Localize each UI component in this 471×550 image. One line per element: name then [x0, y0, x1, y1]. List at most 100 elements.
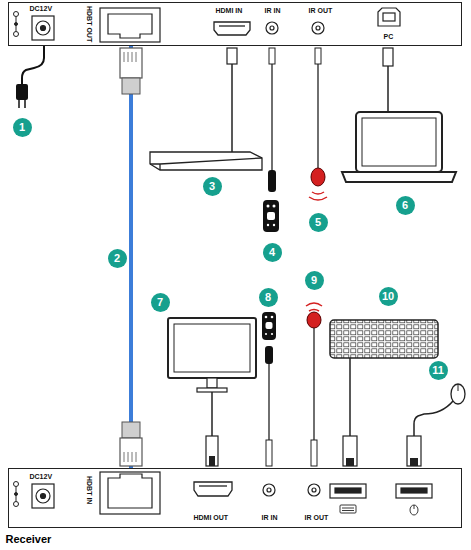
polarity-symbol-part: [14, 502, 19, 507]
hdmi-cable-part: [209, 456, 215, 466]
port-icon-part: [342, 508, 354, 511]
ir-blaster-part: [317, 64, 318, 168]
rj45-plug-part: [124, 452, 136, 462]
hdmi-socket-part: [219, 25, 245, 26]
rj45-plug-part: [122, 422, 140, 438]
usb-b-port-part: [378, 8, 400, 26]
panel-heading: Receiver: [6, 533, 52, 546]
usb-cable: [383, 48, 393, 112]
rj45-socket-part: [100, 8, 160, 42]
port-icon-part: [410, 505, 418, 515]
hdmi-cable: [227, 48, 237, 152]
callout-number: 10: [379, 287, 398, 306]
usb-a-port-part: [330, 484, 366, 498]
ir-blaster-part: [313, 328, 314, 440]
keyboard: [330, 320, 438, 466]
polarity-symbol-part: [14, 482, 19, 487]
usb-cable-part: [387, 66, 389, 112]
rj45-socket-part: [108, 14, 152, 38]
transmitter-panel: DC12VHDBT OUTHDMI INIR INIR OUTPC: [8, 2, 462, 46]
ir-blaster-part: [309, 192, 327, 200]
port-label: IR IN: [265, 7, 281, 15]
monitor-part: [197, 388, 227, 392]
port-label: HDBT OUT: [85, 6, 93, 42]
rj45-plug-part: [122, 78, 140, 94]
port-icon-part: [340, 505, 356, 513]
usb-a-port-part: [335, 488, 361, 493]
polarity-symbol-part: [16, 17, 17, 23]
ir-jack: [263, 484, 320, 496]
dc-jack: [32, 484, 54, 508]
polarity-symbol-part: [15, 23, 18, 26]
receiver-panel: DC12VHDBT INHDMI OUTIR INIR OUTReceiver: [8, 468, 462, 528]
remote-control-part: [273, 205, 276, 208]
hdmi-socket: [194, 482, 232, 496]
polarity-symbol: [14, 482, 19, 507]
polarity-symbol-part: [16, 487, 17, 493]
port-icon-part: [414, 505, 415, 509]
ir-receiver-cable-part: [265, 346, 273, 364]
monitor-part: [174, 324, 250, 372]
source-box-part: [150, 152, 262, 170]
mouse: [407, 384, 465, 466]
dc-jack-part: [36, 21, 50, 35]
hdmi-socket: [214, 22, 250, 35]
remote-control-part: [271, 333, 273, 335]
polarity-symbol-part: [16, 26, 17, 32]
source-box: [150, 152, 262, 170]
rj45-socket: [100, 8, 160, 42]
ir-jack-part: [316, 26, 320, 30]
monitor-part: [207, 378, 217, 388]
hdmi-cable-part: [231, 64, 233, 152]
hdmi-cable-part: [211, 392, 213, 436]
ir-blaster-part: [311, 168, 325, 186]
ir-jack-part: [263, 484, 275, 496]
ir-receiver-cable-part: [269, 48, 275, 64]
usb-b-port-part: [383, 13, 395, 21]
port-label: IR OUT: [305, 514, 329, 522]
remote-control: [262, 312, 276, 340]
dc-jack-part: [41, 26, 46, 31]
keyboard-part: [343, 436, 357, 466]
usb-a-port: [330, 484, 432, 498]
dc-jack-part: [36, 489, 50, 503]
callout-number: 6: [396, 196, 415, 215]
mouse-part: [414, 401, 453, 436]
remote-control-part: [273, 224, 275, 226]
mouse-part: [410, 458, 418, 466]
ir-jack-part: [266, 22, 278, 34]
monitor: [168, 318, 256, 392]
power-adapter-part: [16, 84, 28, 100]
hdbaset-cable: [129, 46, 133, 468]
callout-number: 9: [305, 271, 324, 290]
ir-jack-part: [308, 484, 320, 496]
ir-jack-part: [267, 488, 271, 492]
port-label: PC: [384, 33, 394, 41]
callout-number: 5: [309, 213, 328, 232]
ir-receiver-cable-part: [266, 440, 272, 466]
callout-number: 8: [259, 288, 278, 307]
ir-jack-part: [270, 26, 274, 30]
power-adapter-part: [18, 100, 20, 108]
remote-control-part: [262, 312, 276, 340]
ir-jack-part: [312, 22, 324, 34]
rj45-plug-part: [120, 438, 142, 466]
hdmi-socket-part: [199, 485, 227, 486]
usb-cable-part: [383, 48, 393, 66]
remote-control-part: [263, 200, 279, 232]
polarity-symbol-part: [14, 12, 19, 17]
laptop-part: [356, 112, 442, 172]
power-adapter-part: [24, 100, 26, 108]
polarity-symbol-part: [15, 493, 18, 496]
ir-blaster-part: [315, 48, 321, 64]
rj45-plug: [120, 422, 142, 466]
ir-blaster-part: [306, 303, 322, 311]
rj45-socket-part: [108, 474, 152, 508]
laptop-part: [362, 118, 436, 166]
rj45-socket: [100, 472, 160, 514]
polarity-symbol: [14, 12, 19, 37]
callout-number: 7: [151, 293, 170, 312]
hdmi-cable-part: [227, 48, 237, 64]
remote-control-part: [266, 322, 273, 329]
polarity-symbol-part: [16, 496, 17, 502]
